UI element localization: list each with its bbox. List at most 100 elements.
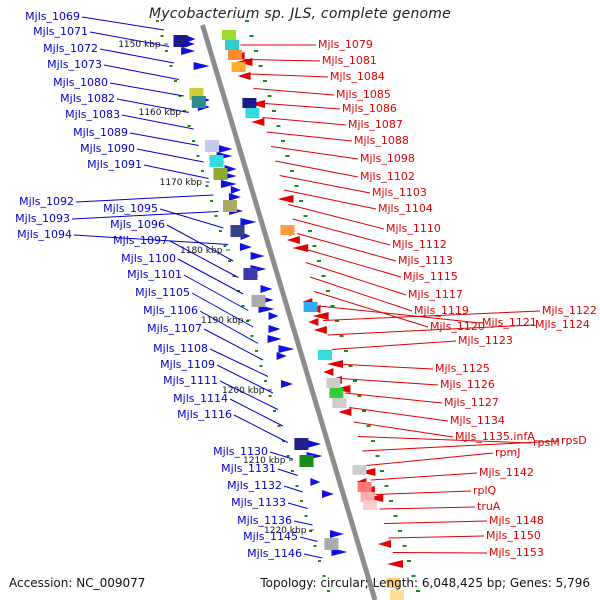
gene-label: Mjls_1111 [163, 374, 218, 387]
track-dot [245, 20, 249, 22]
track-dot [255, 350, 258, 352]
label-leader [81, 16, 165, 31]
label-leader [314, 291, 429, 328]
gene-label: Mjls_1082 [60, 92, 115, 105]
label-leader [277, 468, 298, 476]
label-leader [166, 224, 234, 262]
label-leader [244, 59, 321, 62]
track-dot [321, 275, 326, 277]
gene-label: Mjls_1132 [227, 479, 282, 492]
label-leader [73, 234, 229, 245]
gene-label: Mjls_1125 [435, 362, 490, 375]
label-leader [349, 407, 449, 422]
label-leader [270, 146, 359, 160]
gene-label: Mjls_1088 [354, 134, 409, 147]
gene-arrow-forward [181, 47, 196, 55]
gene-arrow-forward [310, 478, 321, 486]
gene-arrow-forward [218, 145, 233, 153]
track-dot [322, 575, 326, 577]
gene-label: Mjls_1097 [113, 234, 168, 247]
track-dot [210, 200, 213, 202]
gene-arrow-forward [230, 186, 241, 194]
gene-block [228, 50, 242, 60]
label-leader [323, 310, 541, 321]
label-leader [366, 452, 494, 466]
gene-label: Mjls_1103 [372, 186, 427, 199]
track-dot [254, 50, 258, 52]
label-leader [75, 194, 214, 203]
gene-block [303, 302, 318, 312]
track-dot [178, 95, 182, 97]
gene-arrow-reverse [327, 360, 343, 368]
label-leader [99, 48, 174, 64]
track-dot [290, 170, 294, 172]
right-colored-blocks [222, 30, 404, 600]
label-leader [143, 164, 209, 179]
gene-label: Mjls_1146 [247, 547, 302, 560]
track-dot [300, 500, 303, 502]
gene-label: Mjls_1153 [489, 546, 544, 559]
gene-block [223, 200, 237, 212]
tick-label: 1160 kbp [139, 108, 182, 118]
tick-label: 1170 kbp [160, 178, 203, 188]
label-leader [266, 131, 353, 142]
track-dot [317, 260, 321, 262]
label-leader [384, 520, 488, 524]
tick-label: 1180 kbp [180, 246, 223, 256]
label-leader [288, 204, 385, 230]
track-dot [416, 590, 420, 592]
label-leader [216, 364, 274, 394]
label-leader [299, 536, 318, 542]
left-dotted-track [156, 20, 330, 592]
gene-block [280, 225, 295, 235]
gene-label: Mjls_1094 [17, 228, 72, 241]
gene-block [326, 378, 341, 388]
track-dot [330, 305, 335, 307]
gene-block [222, 30, 236, 40]
gene-label: Mjls_1080 [53, 76, 108, 89]
gene-arrow-reverse [292, 244, 309, 252]
label-leader [318, 305, 481, 324]
track-dot [407, 560, 411, 562]
gene-block [230, 225, 245, 237]
track-dot [223, 245, 227, 247]
gene-label: Mjls_1090 [80, 142, 135, 155]
gene-arrow-reverse [312, 312, 329, 320]
label-leader [362, 440, 560, 452]
gene-label: Mjls_1117 [408, 288, 463, 301]
gene-label: Mjls_1073 [47, 58, 102, 71]
track-dot [335, 320, 339, 322]
gene-arrow-forward [281, 380, 293, 388]
track-dot [277, 425, 281, 427]
track-dot [187, 125, 191, 127]
label-leader [279, 175, 371, 194]
gene-arrow-reverse [359, 468, 376, 476]
tick-label: 1200 kbp [222, 386, 265, 396]
gene-label: Mjls_1109 [160, 358, 215, 371]
gene-block [251, 295, 266, 307]
gene-label: rpsM [533, 436, 560, 449]
track-dot [286, 455, 290, 457]
gene-label: rpsD [561, 434, 587, 447]
label-leader [379, 506, 476, 510]
label-leader [309, 276, 413, 312]
gene-arrow-forward [268, 325, 281, 333]
gene-label: Mjls_1136 [237, 514, 292, 527]
gene-block [299, 455, 314, 467]
gene-block [386, 578, 401, 588]
gene-label: Mjls_1113 [398, 254, 453, 267]
gene-arrow-forward [330, 530, 344, 538]
track-dot [303, 215, 308, 217]
track-dot [402, 545, 407, 547]
gene-label: Mjls_1150 [486, 529, 541, 542]
gene-arrow-forward [185, 35, 196, 43]
gene-block [390, 590, 404, 600]
gene-label: Mjls_1089 [73, 126, 128, 139]
gene-label: truA [477, 500, 501, 513]
gene-block [352, 465, 367, 475]
gene-label: Mjls_1087 [348, 118, 403, 131]
label-leader [103, 64, 179, 80]
gene-arrow-forward [193, 62, 210, 70]
label-leader [293, 520, 313, 526]
